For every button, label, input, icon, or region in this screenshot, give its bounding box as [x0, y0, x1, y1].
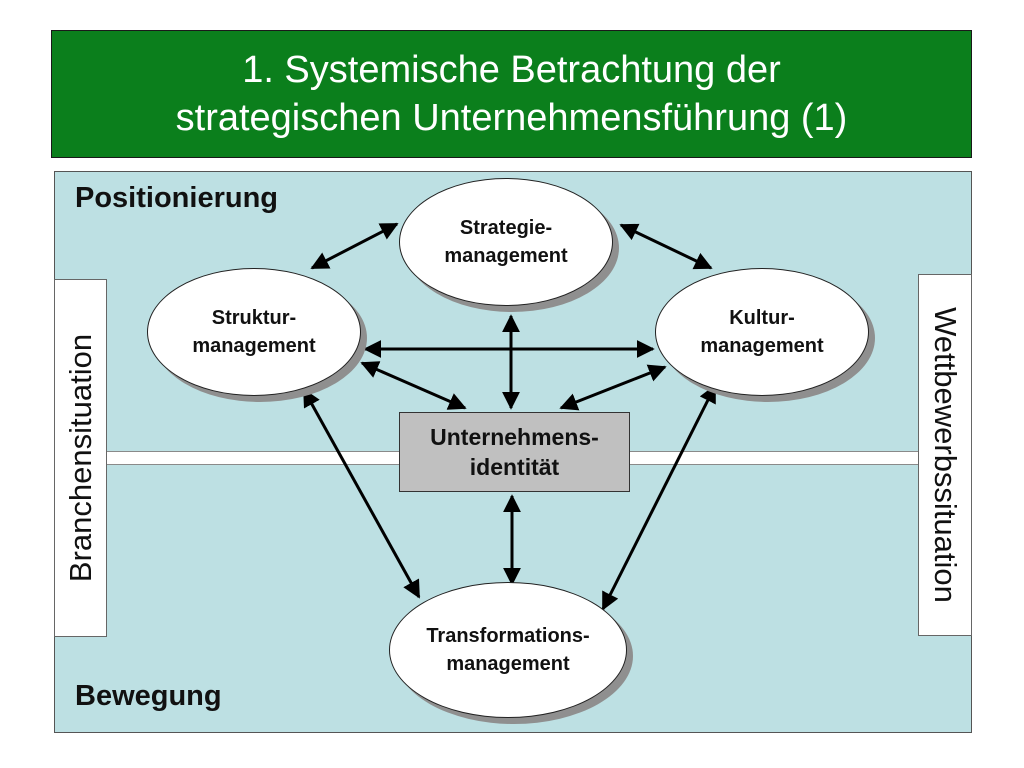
- node-label-line2: management: [192, 335, 316, 357]
- node-label-line1: Struktur-: [211, 307, 297, 329]
- node-label-line1: Strategie-: [459, 217, 553, 239]
- title-line-1: 1. Systemische Betrachtung der: [242, 49, 781, 91]
- arrow-struktur-transformation: [302, 388, 421, 599]
- slide-title: 1. Systemische Betrachtung der strategis…: [51, 30, 972, 158]
- transformationsmanagement-node: Transformations- management: [389, 582, 627, 718]
- strukturmanagement-node: Struktur- management: [147, 268, 361, 396]
- node-label-line1: Kultur-: [729, 307, 795, 329]
- arrow-kultur-transformation: [601, 384, 717, 611]
- arrow-strategie-kultur: [619, 223, 713, 270]
- node-label-line1: Transformations-: [426, 625, 590, 647]
- arrow-strategie-struktur: [310, 222, 399, 270]
- node-label-line1: Unternehmens-: [430, 424, 599, 450]
- arrow-struktur-identitaet: [360, 361, 467, 410]
- wettbewerbssituation-box: Wettbewerbssituation: [918, 274, 972, 636]
- node-label-line2: management: [444, 245, 568, 267]
- strategiemanagement-node: Strategie- management: [399, 178, 613, 306]
- kulturmanagement-node: Kultur- management: [655, 268, 869, 396]
- branchensituation-box: Branchensituation: [54, 279, 107, 637]
- node-label-line2: management: [446, 653, 570, 675]
- arrow-kultur-identitaet: [559, 364, 667, 411]
- node-label-line2: management: [700, 335, 824, 357]
- node-label-line2: identität: [469, 454, 560, 480]
- unternehmensidentitaet-node: Unternehmens- identität: [399, 412, 630, 492]
- bewegung-label: Bewegung: [75, 680, 222, 712]
- title-line-2: strategischen Unternehmensführung (1): [175, 97, 848, 139]
- positionierung-label: Positionierung: [75, 182, 278, 214]
